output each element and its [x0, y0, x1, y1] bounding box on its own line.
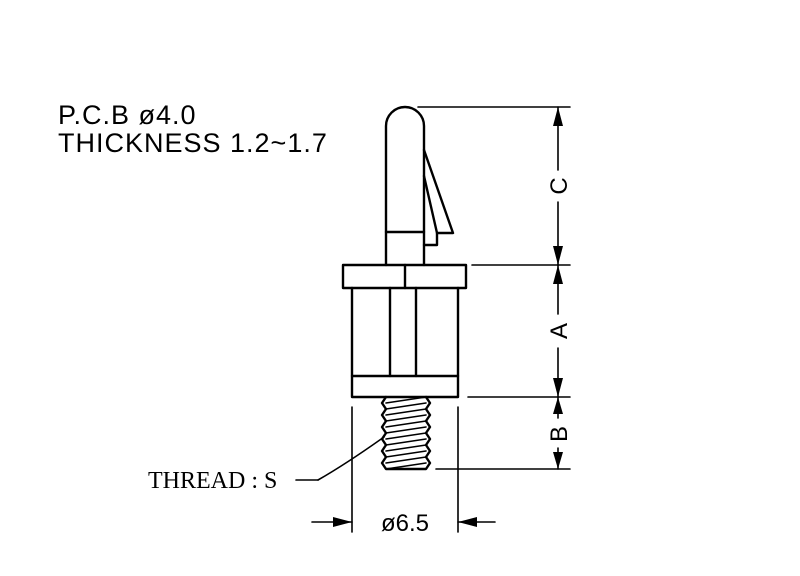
pcb-hole-note: P.C.B ø4.0: [58, 100, 197, 130]
dimension-a: A: [546, 264, 573, 398]
thread-lines: [385, 396, 427, 470]
latch-inner-line: [422, 174, 439, 235]
spacer-part: [341, 105, 468, 471]
dimension-diameter: ø6.5: [311, 510, 496, 537]
dimension-c: C: [546, 106, 573, 266]
diameter-label: ø6.5: [381, 510, 429, 537]
thread-callout: THREAD : S: [148, 436, 385, 494]
thread-label: THREAD : S: [148, 468, 277, 494]
dimension-c-label: C: [546, 177, 573, 194]
threaded-stud: [380, 395, 432, 471]
bottom-flange: [350, 374, 460, 399]
top-pin: [384, 105, 426, 267]
dimension-b-label: B: [546, 426, 573, 442]
thickness-note: THICKNESS 1.2~1.7: [58, 128, 328, 158]
dimension-a-label: A: [546, 323, 573, 339]
dimension-b: B: [546, 396, 573, 470]
